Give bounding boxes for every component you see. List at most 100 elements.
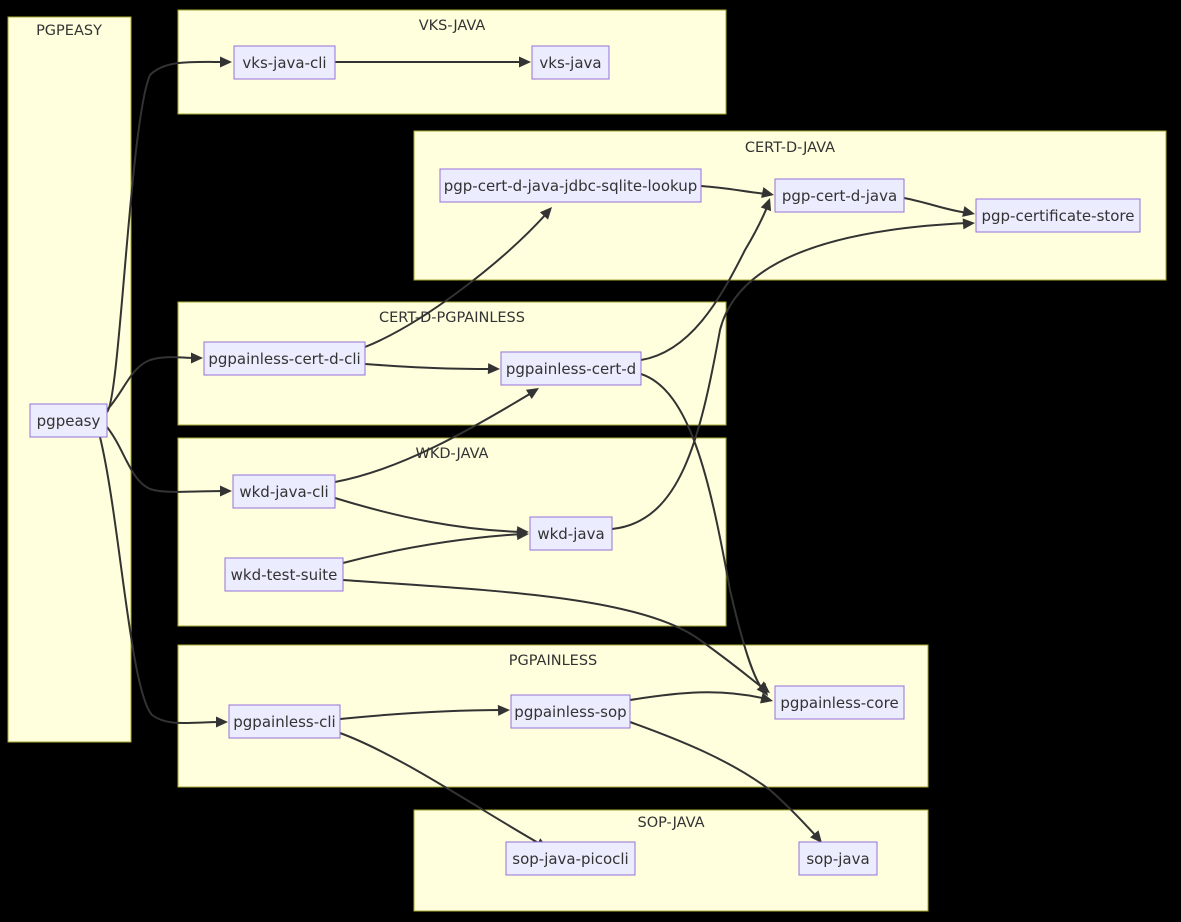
node-box-wkd-java[interactable] <box>529 516 613 551</box>
node-box-sop-java-picocli[interactable] <box>505 841 636 876</box>
edge-line <box>640 373 764 691</box>
edge-line <box>342 579 765 690</box>
edge-pgpainless-cert-d-cli-to-pgp-cert-d-java-jdbc-sqlite-lookup <box>364 207 552 348</box>
cluster-label-sop-java: SOP-JAVA <box>637 815 704 831</box>
node-pgp-cert-d-java[interactable]: pgp-cert-d-java <box>774 178 905 213</box>
node-sop-java[interactable]: sop-java <box>798 841 878 876</box>
node-label-pgp-cert-d-java: pgp-cert-d-java <box>782 187 897 205</box>
edge-line <box>611 222 969 530</box>
node-label-pgpainless-cert-d-cli: pgpainless-cert-d-cli <box>208 350 360 368</box>
node-label-pgpainless-sop: pgpainless-sop <box>514 703 626 721</box>
arrow-head-icon <box>516 529 529 541</box>
node-label-sop-java-picocli: sop-java-picocli <box>512 850 628 868</box>
edge-line <box>903 197 969 214</box>
node-pgpainless-cli[interactable]: pgpainless-cli <box>228 704 341 739</box>
node-box-sop-java[interactable] <box>798 841 878 876</box>
arrow-head-icon <box>487 363 500 375</box>
edge-wkd-java-cli-to-pgpainless-cert-d <box>334 388 539 483</box>
edge-pgpeasy-to-vks-java-cli <box>106 56 232 413</box>
edge-line <box>106 356 197 411</box>
edge-line <box>334 497 523 533</box>
node-pgpainless-sop[interactable]: pgpainless-sop <box>510 694 631 729</box>
edge-line <box>364 363 494 370</box>
node-label-vks-java: vks-java <box>539 54 601 72</box>
node-label-wkd-test-suite: wkd-test-suite <box>231 566 338 584</box>
cluster-label-cert-d-pgpainless: CERT-D-PGPAINLESS <box>379 310 525 326</box>
node-box-pgpeasy[interactable] <box>29 403 108 438</box>
node-pgpeasy[interactable]: pgpeasy <box>29 403 108 438</box>
arrow-head-icon <box>962 218 975 230</box>
edge-pgp-cert-d-java-to-pgp-certificate-store <box>903 197 975 217</box>
node-group: pgpeasy vks-java-cli vks-java pgp-cert-d-ja… <box>29 45 1141 876</box>
edge-line <box>106 426 226 493</box>
node-label-pgpainless-cli: pgpainless-cli <box>233 713 335 731</box>
node-label-wkd-java: wkd-java <box>537 525 604 543</box>
arrow-head-icon <box>191 352 203 364</box>
edge-line <box>334 391 534 483</box>
node-box-pgpainless-core[interactable] <box>774 685 905 720</box>
edge-line <box>364 212 548 348</box>
node-box-pgpainless-sop[interactable] <box>510 694 631 729</box>
node-pgpainless-core[interactable]: pgpainless-core <box>774 685 905 720</box>
node-box-pgpainless-cert-d-cli[interactable] <box>203 341 366 376</box>
node-pgpainless-cert-d[interactable]: pgpainless-cert-d <box>500 351 642 386</box>
edge-pgpainless-sop-to-sop-java <box>629 721 822 843</box>
edge-line <box>339 732 543 846</box>
edge-line <box>106 60 226 413</box>
node-label-pgp-certificate-store: pgp-certificate-store <box>981 207 1134 225</box>
edge-pgpainless-cert-d-to-pgp-cert-d-java <box>640 198 772 361</box>
edge-group <box>99 56 975 849</box>
arrow-head-icon <box>760 198 772 212</box>
cluster-pgpeasy: PGPEASY <box>7 16 132 743</box>
edge-line <box>342 533 523 564</box>
node-box-pgp-cert-d-java-jdbc-sqlite-lookup[interactable] <box>439 168 702 203</box>
arrow-head-icon <box>497 704 510 716</box>
node-box-wkd-java-cli[interactable] <box>232 474 336 509</box>
cluster-label-pgpainless: PGPAINLESS <box>509 653 598 669</box>
node-wkd-java[interactable]: wkd-java <box>529 516 613 551</box>
edge-wkd-test-suite-to-wkd-java <box>342 529 529 564</box>
edge-wkd-test-suite-to-pgpainless-core <box>342 579 770 693</box>
arrow-head-icon <box>519 56 531 68</box>
cluster-box-pgpeasy <box>7 16 132 743</box>
node-box-pgpainless-cert-d[interactable] <box>500 351 642 386</box>
cluster-wkd-java: WKD-JAVA <box>177 437 727 627</box>
edge-line <box>629 691 768 701</box>
node-wkd-test-suite[interactable]: wkd-test-suite <box>224 557 344 592</box>
node-wkd-java-cli[interactable]: wkd-java-cli <box>232 474 336 509</box>
node-box-pgp-certificate-store[interactable] <box>975 198 1141 233</box>
cluster-label-cert-d-java: CERT-D-JAVA <box>745 140 835 156</box>
node-label-wkd-java-cli: wkd-java-cli <box>239 483 328 501</box>
edge-pgpainless-sop-to-pgpainless-core <box>629 691 773 704</box>
node-sop-java-picocli[interactable]: sop-java-picocli <box>505 841 636 876</box>
node-pgp-cert-d-java-jdbc-sqlite-lookup[interactable]: pgp-cert-d-java-jdbc-sqlite-lookup <box>439 168 702 203</box>
node-label-vks-java-cli: vks-java-cli <box>242 54 326 72</box>
node-box-vks-java[interactable] <box>531 45 610 80</box>
edge-pgpeasy-to-pgpainless-cli <box>99 436 228 728</box>
cluster-label-vks-java: VKS-JAVA <box>419 18 486 34</box>
node-label-pgpeasy: pgpeasy <box>37 412 101 430</box>
arrow-head-icon <box>220 485 232 497</box>
node-box-pgp-cert-d-java[interactable] <box>774 178 905 213</box>
node-pgpainless-cert-d-cli[interactable]: pgpainless-cert-d-cli <box>203 341 366 376</box>
edge-line <box>339 709 504 720</box>
cluster-label-wkd-java: WKD-JAVA <box>416 446 489 462</box>
node-label-pgp-cert-d-java-jdbc-sqlite-lookup: pgp-cert-d-java-jdbc-sqlite-lookup <box>444 177 698 195</box>
node-box-vks-java-cli[interactable] <box>233 45 336 80</box>
node-box-wkd-test-suite[interactable] <box>224 557 344 592</box>
node-pgp-certificate-store[interactable]: pgp-certificate-store <box>975 198 1141 233</box>
cluster-box-wkd-java <box>177 437 727 627</box>
arrow-head-icon <box>539 207 552 220</box>
node-label-pgpainless-core: pgpainless-core <box>780 694 898 712</box>
arrow-head-icon <box>216 716 228 728</box>
arrow-head-icon <box>761 187 774 198</box>
node-label-pgpainless-cert-d: pgpainless-cert-d <box>506 360 636 378</box>
edge-pgp-cert-d-java-jdbc-sqlite-lookup-to-pgp-cert-d-java <box>700 185 774 198</box>
node-vks-java[interactable]: vks-java <box>531 45 610 80</box>
node-vks-java-cli[interactable]: vks-java-cli <box>233 45 336 80</box>
cluster-label-pgpeasy: PGPEASY <box>36 23 102 39</box>
node-box-pgpainless-cli[interactable] <box>228 704 341 739</box>
edge-vks-java-cli-to-vks-java <box>335 56 531 68</box>
